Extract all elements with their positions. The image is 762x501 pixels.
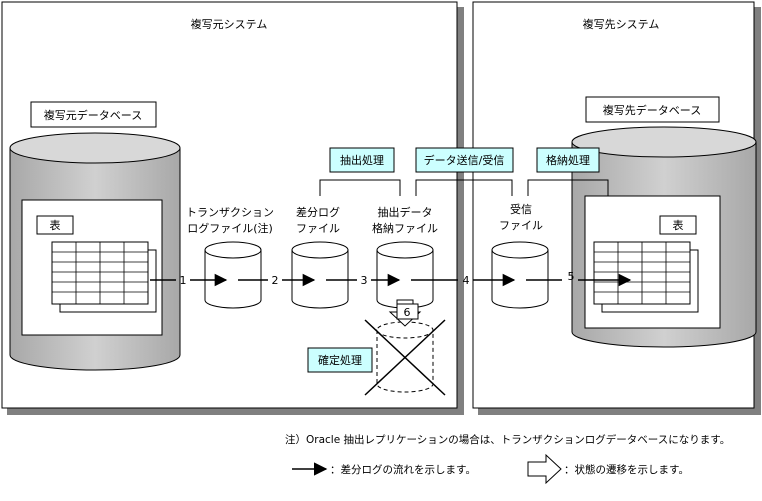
footnote: 注）Oracle 抽出レプリケーションの場合は、トランザクションログデータベース… [285, 433, 730, 446]
source-table-label: 表 [50, 218, 61, 232]
extract-data-label-2: 格納ファイル [372, 221, 438, 235]
diff-log-label-1: 差分ログ [296, 205, 340, 219]
state-transition-arrow-6: 6 [388, 299, 422, 327]
source-db-label: 複写元データベース [44, 108, 142, 122]
diff-log-label-2: ファイル [296, 222, 340, 235]
step-5: 5 [568, 270, 575, 283]
transfer-process-bracket [415, 179, 513, 196]
step-2: 2 [272, 274, 279, 287]
store-process-bracket [527, 179, 609, 196]
transaction-log-label-2: ログファイル(注) [187, 221, 273, 235]
receive-file-cylinder [491, 241, 549, 309]
step-4: 4 [463, 274, 470, 287]
target-table-label: 表 [673, 218, 684, 232]
transaction-log-label-1: トランザクション [186, 206, 274, 219]
step-1: 1 [180, 274, 187, 287]
store-process-label: 格納処理 [546, 153, 590, 167]
step-6: 6 [404, 306, 411, 319]
legend-flow-text: ：差分ログの流れを示します。 [330, 463, 476, 476]
extract-data-file-cylinder [376, 241, 434, 309]
confirmed-file-cylinder [376, 321, 434, 393]
legend-state-text: ：状態の遷移を示します。 [564, 463, 689, 476]
source-system-title: 複写元システム [191, 17, 268, 31]
target-db-label: 複写先データベース [603, 103, 701, 117]
target-system-title: 複写先システム [583, 17, 660, 31]
target-table: 表 [593, 215, 699, 313]
diff-log-file-cylinder [291, 241, 349, 309]
source-table: 表 [36, 215, 157, 313]
delete-cross-icon [364, 319, 446, 396]
receive-file-label-2: ファイル [499, 219, 543, 232]
target-database-cylinder [571, 126, 757, 348]
extract-data-label-1: 抽出データ [378, 205, 433, 219]
receive-file-label-1: 受信 [510, 203, 532, 216]
legend-state-arrow-icon [527, 453, 562, 485]
transaction-log-file-cylinder [204, 241, 262, 309]
extract-process-label: 抽出処理 [340, 153, 384, 167]
step-3: 3 [361, 274, 368, 287]
confirm-process-label: 確定処理 [318, 353, 362, 367]
extract-process-bracket [319, 179, 401, 196]
transfer-process-label: データ送信/受信 [424, 153, 505, 167]
